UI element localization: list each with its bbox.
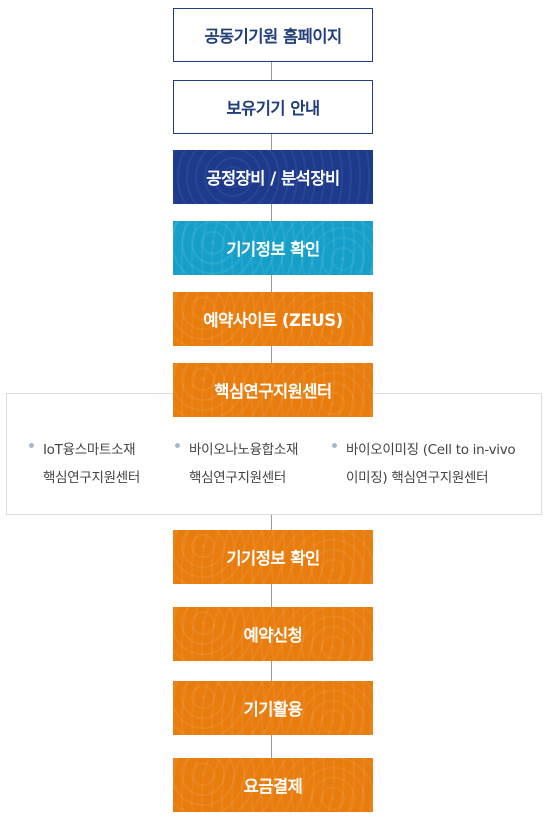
bullet-icon [29,443,34,448]
core-center-item-iot: IoT융스마트소재 핵심연구지원센터 [29,436,140,492]
connector-line [271,661,272,681]
core-center-line1: 바이오나노융합소재 [189,442,299,458]
connector-line [271,275,272,292]
connector-line [271,62,272,80]
step-check-info-2[interactable]: 기기정보 확인 [173,530,373,584]
core-center-line2: 이미징) 핵심연구지원센터 [346,470,489,486]
connector-line [271,204,272,221]
step-payment[interactable]: 요금결제 [173,758,373,812]
connector-line [271,735,272,758]
core-center-line2: 핵심연구지원센터 [43,470,140,486]
step-equipment-use[interactable]: 기기활용 [173,681,373,735]
step-reservation-site[interactable]: 예약사이트 (ZEUS) [173,292,373,346]
connector-line [271,515,272,530]
step-equipment-guide[interactable]: 보유기기 안내 [173,80,373,134]
core-center-line2: 핵심연구지원센터 [189,470,286,486]
core-center-item-bionano: 바이오나노융합소재 핵심연구지원센터 [175,436,299,492]
core-center-line1: IoT융스마트소재 [43,442,136,458]
connector-line [271,584,272,607]
connector-line [271,346,272,363]
step-process-analysis[interactable]: 공정장비 / 분석장비 [173,150,373,204]
step-core-center[interactable]: 핵심연구지원센터 [173,363,373,417]
core-center-item-bioimaging: 바이오이미징 (Cell to in-vivo 이미징) 핵심연구지원센터 [332,436,516,492]
step-check-info-1[interactable]: 기기정보 확인 [173,221,373,275]
step-homepage[interactable]: 공동기기원 홈페이지 [173,8,373,62]
core-center-line1: 바이오이미징 (Cell to in-vivo [346,442,516,458]
connector-line [271,134,272,150]
bullet-icon [175,443,180,448]
step-reservation-request[interactable]: 예약신청 [173,607,373,661]
bullet-icon [332,443,337,448]
